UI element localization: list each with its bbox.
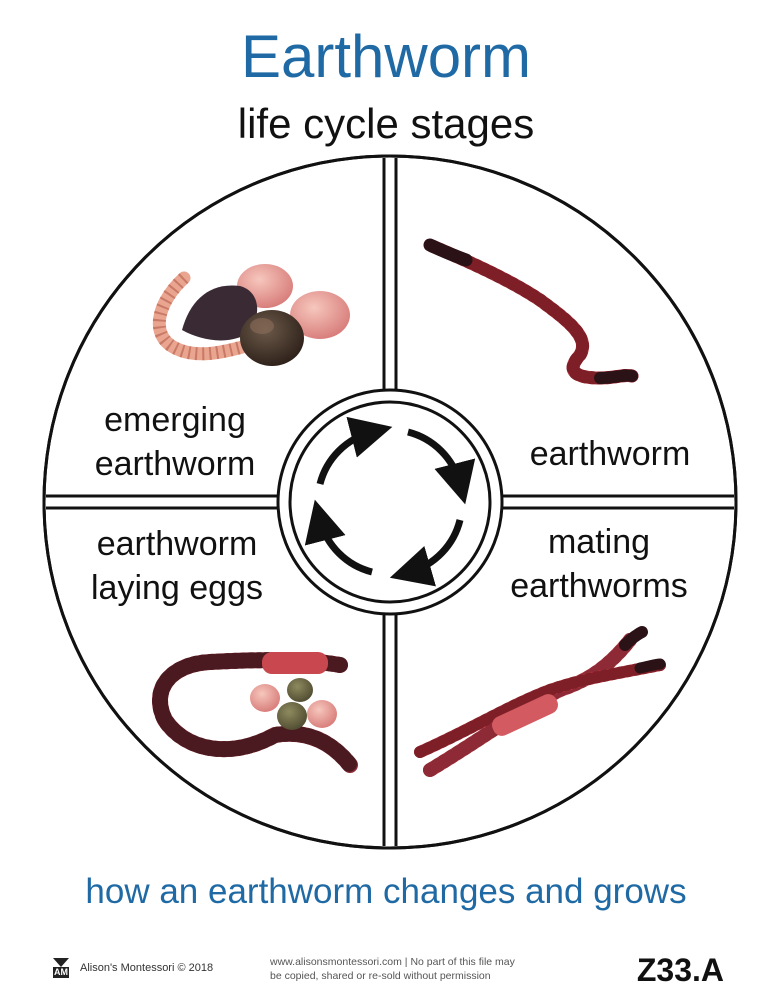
product-code: Z33.A	[636, 952, 724, 988]
page-title: Earthworm	[240, 23, 532, 90]
adult-earthworm-illustration	[423, 238, 639, 385]
footer-copyright: AM Alison's Montessori © 2018	[50, 958, 213, 978]
cycle-arrows	[304, 416, 476, 587]
arrow-bottom	[304, 499, 373, 576]
laying-eggs-illustration	[152, 652, 358, 773]
copyright-text: Alison's Montessori © 2018	[80, 962, 214, 974]
arrow-right	[389, 519, 464, 587]
center-ring-inner	[288, 400, 492, 604]
arrow-left	[316, 416, 393, 485]
brand-logo: AM	[50, 958, 72, 978]
label-emerging-earthworm: emerging earthworm	[94, 401, 256, 483]
label-mating-earthworms: mating earthworms	[510, 523, 688, 605]
caption: how an earthworm changes and grows	[85, 872, 687, 911]
footer-notice: www.alisonsmontessori.com | No part of t…	[270, 956, 515, 982]
label-earthworm: earthworm	[529, 435, 691, 473]
label-earthworm-laying-eggs: earthworm laying eggs	[90, 525, 263, 607]
page-subtitle: life cycle stages	[237, 100, 535, 147]
emerging-earthworm-illustration	[152, 264, 350, 366]
quadrant-dividers	[46, 158, 734, 846]
mating-earthworms-illustration	[414, 626, 666, 777]
arrow-top	[407, 428, 476, 505]
